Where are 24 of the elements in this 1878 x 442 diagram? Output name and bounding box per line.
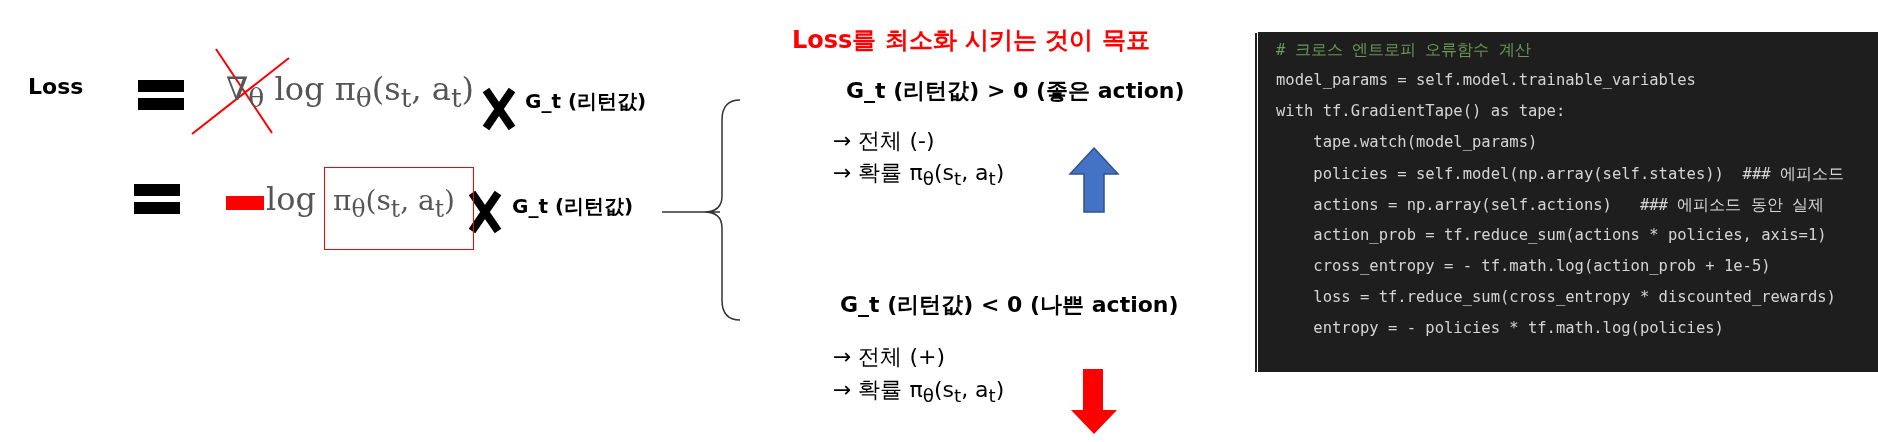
code-line: loss = tf.reduce_sum(cross_entropy * discounted_rewards) [1312,288,1836,306]
code-line: model_params = self.model.trainable_variables [1276,71,1696,89]
code-line: with tf.GradientTape() as tape: [1276,102,1566,120]
code-line: cross_entropy = - tf.math.log(action_prob + 1e-5) [1312,257,1771,275]
case-heading: G_t (리턴값) < 0 (나쁜 action) [840,291,1179,319]
label-text: Loss [28,74,84,99]
code-line: action_prob = tf.reduce_sum(actions * policies, axis=1) [1312,226,1827,244]
formula-text: π$_{θ}$(s$_{t}$, a$_{t}$) [333,184,455,223]
code-line: entropy = - policies * tf.math.log(policies) [1312,319,1724,337]
label-text: G_t (리턴값) [525,88,647,115]
highlight-box [324,167,474,250]
code-line: tape.watch(model_params) [1312,133,1538,151]
heading: Loss를 최소화 시키는 것이 목표 [792,25,1150,56]
label-text: → 전체 (-) [833,127,935,155]
code-line: policies = self.model(np.array(self.states)) ### 에피소드 [1312,164,1844,185]
code-comment: # 크로스 엔트로피 오류함수 계산 [1276,40,1531,61]
label-text: → 확률 π$_{θ}$(s$_{t}$, a$_{t}$) [833,159,1005,190]
code-line: actions = np.array(self.actions) ### 에피소드 동안 실제 [1312,195,1824,216]
case-heading: G_t (리턴값) > 0 (좋은 action) [846,77,1185,105]
code-panel [1258,32,1878,372]
label-text: G_t (리턴값) [512,193,634,220]
formula-text: log [266,180,316,218]
label-text: → 확률 π$_{θ}$(s$_{t}$, a$_{t}$) [833,376,1005,407]
label-text: → 전체 (+) [833,343,946,371]
